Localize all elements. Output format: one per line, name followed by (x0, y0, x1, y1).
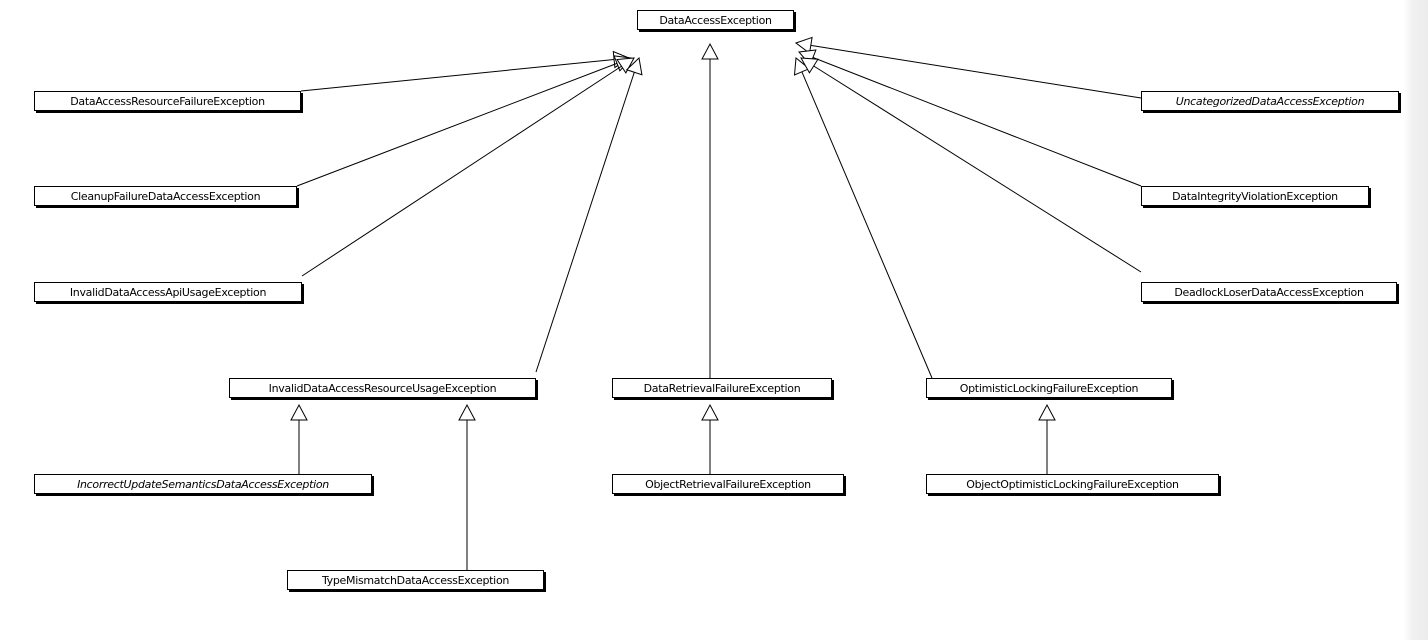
class-box-cleanup-failure-data-access-exception[interactable]: CleanupFailureDataAccessException (34, 186, 297, 206)
class-box-uncategorized-data-access-exception[interactable]: UncategorizedDataAccessException (1141, 91, 1399, 111)
class-box-type-mismatch-data-access-exception[interactable]: TypeMismatchDataAccessException (287, 570, 544, 590)
generalization-arrowhead-invalidResourceUsage (625, 56, 643, 76)
class-name: IncorrectUpdateSemanticsDataAccessExcept… (77, 477, 329, 491)
class-name: DataAccessResourceFailureException (70, 94, 265, 108)
window-edge-shadow (1404, 0, 1428, 640)
class-name: InvalidDataAccessApiUsageException (69, 285, 267, 299)
class-box-incorrect-update-semantics-data-access-exception[interactable]: IncorrectUpdateSemanticsDataAccessExcept… (34, 474, 372, 494)
class-name: DeadlockLoserDataAccessException (1174, 285, 1364, 299)
inheritance-line-optimisticLocking (801, 71, 933, 379)
inheritance-line-deadlockLoser (813, 65, 1142, 273)
class-name: DataAccessException (659, 13, 772, 27)
generalization-arrowhead-objectRetrieval (701, 403, 719, 421)
class-name: CleanupFailureDataAccessException (70, 189, 261, 203)
inheritance-line-invalidResourceUsage (535, 72, 635, 373)
class-box-deadlock-loser-data-access-exception[interactable]: DeadlockLoserDataAccessException (1141, 282, 1397, 302)
class-name: DataRetrievalFailureException (643, 381, 801, 395)
generalization-arrowhead-optimisticLocking (793, 57, 811, 76)
class-box-data-retrieval-failure-exception[interactable]: DataRetrievalFailureException (612, 378, 832, 398)
class-name: TypeMismatchDataAccessException (321, 573, 510, 587)
class-box-data-integrity-violation-exception[interactable]: DataIntegrityViolationException (1141, 186, 1369, 206)
class-box-optimistic-locking-failure-exception[interactable]: OptimisticLockingFailureException (926, 378, 1172, 398)
class-box-object-optimistic-locking-failure-exception[interactable]: ObjectOptimisticLockingFailureException (926, 474, 1219, 494)
class-name: ObjectRetrievalFailureException (645, 477, 811, 491)
generalization-arrowhead-incorrectUpdate (290, 403, 308, 421)
class-box-data-access-resource-failure-exception[interactable]: DataAccessResourceFailureException (34, 91, 301, 111)
inheritance-line-integrityViolation (812, 57, 1142, 187)
class-name: InvalidDataAccessResourceUsageException (268, 381, 497, 395)
class-name: OptimisticLockingFailureException (959, 381, 1139, 395)
generalization-arrowhead-retrievalFailure (701, 42, 719, 60)
class-name: ObjectOptimisticLockingFailureException (966, 477, 1179, 491)
generalization-arrowhead-objectOptimistic (1038, 403, 1056, 421)
inheritance-line-invalidApiUsage (301, 65, 622, 277)
generalization-arrowhead-deadlockLoser (800, 57, 819, 74)
class-box-invalid-data-access-resource-usage-exception[interactable]: InvalidDataAccessResourceUsageException (229, 378, 536, 398)
class-name: DataIntegrityViolationException (1172, 189, 1338, 203)
class-box-data-access-exception[interactable]: DataAccessException (637, 10, 794, 30)
generalization-arrowhead-invalidApiUsage (616, 57, 635, 74)
inheritance-line-cleanupFailure (296, 62, 618, 187)
class-name: UncategorizedDataAccessException (1175, 94, 1365, 108)
inheritance-line-uncategorized (810, 44, 1142, 99)
generalization-arrowhead-typeMismatch (458, 403, 476, 421)
generalization-arrowhead-uncategorized (794, 36, 813, 55)
class-box-invalid-data-access-api-usage-exception[interactable]: InvalidDataAccessApiUsageException (34, 282, 302, 302)
class-box-object-retrieval-failure-exception[interactable]: ObjectRetrievalFailureException (612, 474, 844, 494)
inheritance-line-resourceFailure (300, 59, 615, 92)
